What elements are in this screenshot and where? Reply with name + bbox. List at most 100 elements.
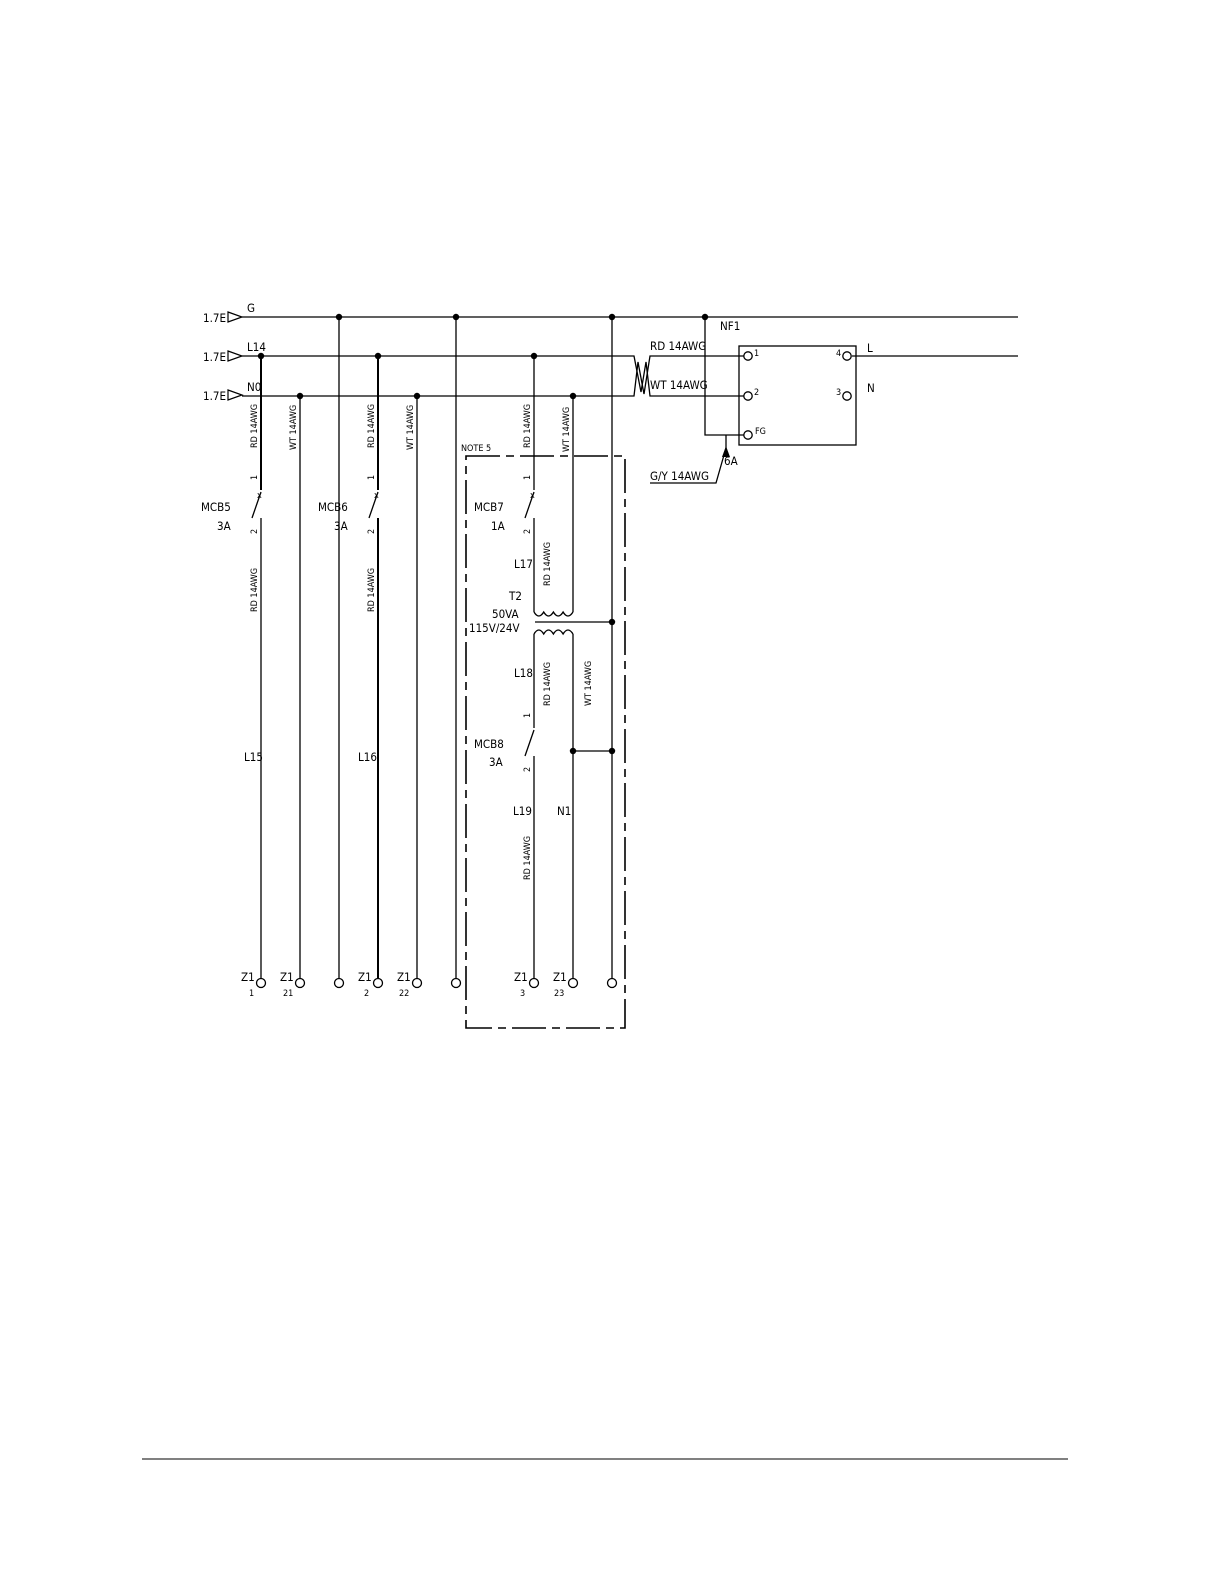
filter-terminal <box>743 351 753 361</box>
terminal <box>528 977 540 989</box>
filter-terminal <box>743 391 753 401</box>
breaker-name: MCB8 <box>474 737 504 751</box>
wire-label-rd: RD 14AWG <box>250 404 260 448</box>
terminal <box>255 977 267 989</box>
terminal-number: 1 <box>249 989 254 999</box>
breaker-name: MCB7 <box>474 500 504 514</box>
breaker-mark: x <box>530 491 535 501</box>
filter-terminal <box>743 430 753 440</box>
breaker-pin-1: 1 <box>250 475 260 480</box>
note-label: NOTE 5 <box>461 444 491 454</box>
breaker-rating: 3A <box>334 519 348 533</box>
junction-dot <box>569 747 577 755</box>
bus-line-name: L14 <box>247 340 266 354</box>
wire-label-rd: RD 14AWG <box>367 404 377 448</box>
wire-label-rd: RD 14AWG <box>650 339 706 353</box>
breaker-mark: x <box>257 491 262 501</box>
bus-ground-ref: 1.7E <box>203 311 226 325</box>
wire-label-wt: WT 14AWG <box>289 405 299 450</box>
breaker-switch <box>524 729 535 757</box>
noise-filter-nf1: NF1 1 2 FG 4 3 L N 6A G/Y 14AWG <box>650 317 1018 484</box>
breaker-switch <box>524 491 535 519</box>
note-enclosure <box>465 455 626 1029</box>
arrow-icon <box>722 446 730 457</box>
primary-coil <box>533 610 574 617</box>
breaker-rating: 3A <box>489 755 503 769</box>
bus-neutral: 1.7E N0 <box>203 380 630 403</box>
arrow-icon <box>227 389 244 401</box>
arrow-icon <box>227 311 244 323</box>
breaker-mark: x <box>374 491 379 501</box>
wire-label-rd: RD 14AWG <box>523 836 533 880</box>
filter-name: NF1 <box>720 319 740 333</box>
branch-neutral-21: WT 14AWG <box>289 396 301 978</box>
filter-out-n: N <box>867 381 875 395</box>
breaker-name: MCB5 <box>201 500 231 514</box>
wire-label-wt: WT 14AWG <box>584 661 594 706</box>
breaker-switch <box>368 491 379 519</box>
terminal-block: Z1 <box>553 970 567 984</box>
twisted-pair-symbol <box>630 355 744 397</box>
transformer-t2: T2 50VA 115V/24V <box>469 589 616 636</box>
branch-transformer: x MCB7 1A RD 14AWG 1 2 L17 RD 14AWG WT 1… <box>469 356 616 978</box>
breaker-pin-1: 1 <box>367 475 377 480</box>
terminal <box>294 977 306 989</box>
bus-neutral-ref: 1.7E <box>203 389 226 403</box>
gy-wire <box>650 447 727 484</box>
wire-number: L17 <box>514 557 533 571</box>
transformer-voltage: 115V/24V <box>469 621 520 635</box>
terminal-row: Z1 1 Z1 21 Z1 2 Z1 22 Z1 3 Z1 23 <box>241 970 618 999</box>
filter-pin-fg: FG <box>755 427 766 437</box>
bus-ground: 1.7E G <box>203 301 1018 325</box>
branch-mcb5: x MCB5 3A L15 RD 14AWG RD 14AWG 1 2 <box>201 356 263 978</box>
terminal <box>333 977 345 989</box>
breaker-pin-2: 2 <box>523 529 533 534</box>
bus-ground-name: G <box>247 301 255 315</box>
filter-pin-1: 1 <box>754 349 759 359</box>
wire-label-wt: WT 14AWG <box>406 405 416 450</box>
filter-out-l: L <box>867 341 873 355</box>
breaker-pin-1: 1 <box>523 475 533 480</box>
terminal-number: 2 <box>364 989 369 999</box>
terminal-number: 21 <box>283 989 293 999</box>
wire-number: L15 <box>244 750 263 764</box>
terminal-block: Z1 <box>397 970 411 984</box>
terminal-block: Z1 <box>358 970 372 984</box>
wire-number: L19 <box>513 804 532 818</box>
terminal-block: Z1 <box>280 970 294 984</box>
terminal <box>372 977 384 989</box>
breaker-pin-1: 1 <box>523 713 533 718</box>
breaker-rating: 1A <box>491 519 505 533</box>
bus-neutral-name: N0 <box>247 380 261 394</box>
transformer-name: T2 <box>508 589 522 603</box>
terminal <box>450 977 462 989</box>
wire-label-gy: G/Y 14AWG <box>650 469 709 483</box>
terminal <box>411 977 423 989</box>
ground-bond-wire <box>704 317 744 436</box>
terminal-number: 23 <box>554 989 564 999</box>
transformer-power: 50VA <box>492 607 519 621</box>
wire-label-rd: RD 14AWG <box>543 542 553 586</box>
breaker-rating: 3A <box>217 519 231 533</box>
filter-box <box>738 345 857 446</box>
filter-fuse: 6A <box>724 454 738 468</box>
wire-label-rd: RD 14AWG <box>250 568 260 612</box>
terminal <box>606 977 618 989</box>
filter-pin-3: 3 <box>836 388 841 398</box>
terminal <box>567 977 579 989</box>
bus-line: 1.7E L14 <box>203 340 630 364</box>
terminal-block: Z1 <box>241 970 255 984</box>
terminal-number: 3 <box>520 989 525 999</box>
breaker-pin-2: 2 <box>250 529 260 534</box>
wire-number: L18 <box>514 666 533 680</box>
terminal-number: 22 <box>399 989 409 999</box>
wire-number: L16 <box>358 750 377 764</box>
filter-pin-4: 4 <box>836 349 841 359</box>
terminal-block: Z1 <box>514 970 528 984</box>
wire-number: N1 <box>557 804 571 818</box>
wire-label-wt: WT 14AWG <box>562 407 572 452</box>
breaker-name: MCB6 <box>318 500 348 514</box>
filter-terminal <box>842 391 852 401</box>
secondary-coil <box>533 629 574 636</box>
